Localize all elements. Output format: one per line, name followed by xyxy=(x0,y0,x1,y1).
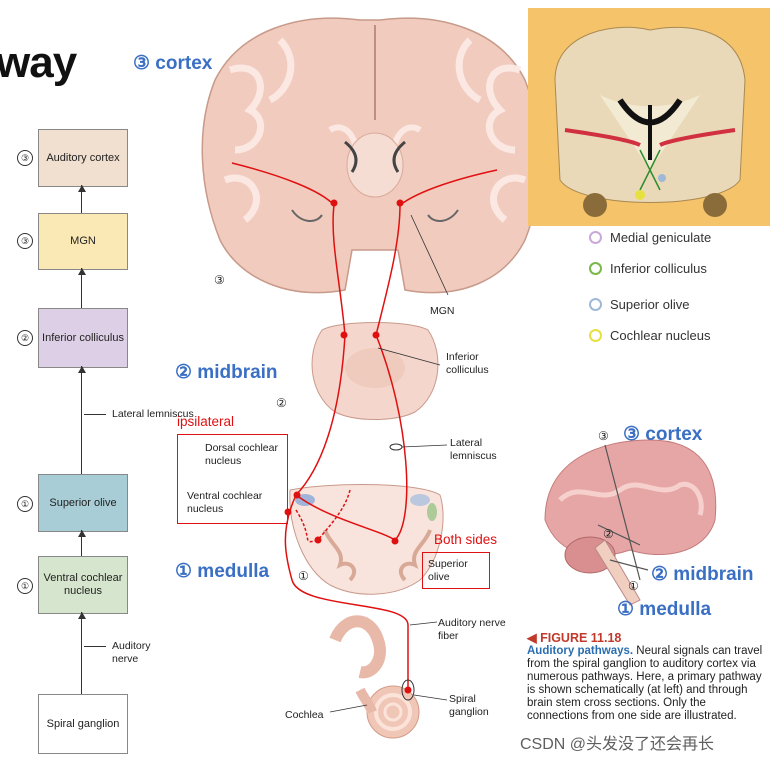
ipsilateral-box xyxy=(177,434,288,524)
arrowhead xyxy=(78,268,86,275)
box-auditory-cortex: Auditory cortex xyxy=(38,129,128,187)
auditory-nerve-fiber-label: Auditory nerve fiber xyxy=(438,617,506,642)
box-mgn: MGN xyxy=(38,213,128,270)
spiral-ganglion-marker xyxy=(401,679,415,701)
medulla-section xyxy=(289,484,444,595)
legend-dot-icon xyxy=(589,329,602,342)
cochlea-illustration xyxy=(329,615,420,739)
box-inferior-colliculus: Inferior colliculus xyxy=(38,308,128,368)
level-number: ③ xyxy=(17,233,33,249)
superior-olive-box xyxy=(422,552,490,589)
leader-line xyxy=(84,414,106,415)
inset-coronal xyxy=(528,8,770,226)
arrowhead xyxy=(78,185,86,192)
auditory-nerve-label: Auditory nerve xyxy=(112,640,151,665)
arrow xyxy=(81,185,82,213)
pathway-nodes xyxy=(284,199,412,694)
cochlea-label: Cochlea xyxy=(285,709,324,721)
arrow xyxy=(81,268,82,308)
ventral-cochlear-label: Ventral cochlear nucleus xyxy=(187,490,263,515)
ipsilateral-label: ipsilateral xyxy=(177,414,235,429)
legend-label: Medial geniculate xyxy=(610,230,712,245)
lateral-lemniscus-brain-label: Lateral lemniscus xyxy=(450,437,497,462)
arrow xyxy=(81,530,82,556)
box-spiral-ganglion: Spiral ganglion xyxy=(38,694,128,754)
inferior-colliculus-label: Inferior colliculus xyxy=(446,351,489,376)
legend-item: Medial geniculate xyxy=(589,230,711,245)
mgn-label: MGN xyxy=(430,305,455,317)
coronal-section xyxy=(201,17,541,294)
both-sides-label: Both sides xyxy=(434,532,498,547)
legend-label: Inferior colliculus xyxy=(610,261,707,276)
section-number-2: ② xyxy=(276,396,287,410)
sagittal-medulla-label: ① medulla xyxy=(617,599,712,620)
level-cortex-label: ③ cortex xyxy=(133,53,213,74)
legend-item: Cochlear nucleus xyxy=(589,328,710,343)
legend-dot-icon xyxy=(589,231,602,244)
legend-item: Inferior colliculus xyxy=(589,261,707,276)
caption-title: Auditory pathways. xyxy=(527,645,634,657)
section-number-3: ③ xyxy=(214,273,225,287)
arrowhead xyxy=(78,530,86,537)
legend-item: Superior olive xyxy=(589,297,690,312)
page-title: way xyxy=(0,38,77,87)
sagittal-number-1: ① xyxy=(628,579,639,593)
leader-line xyxy=(84,646,106,647)
caption-text: Neural signals can travel from the spira… xyxy=(527,645,763,722)
sagittal-midbrain-label: ② midbrain xyxy=(651,564,754,585)
watermark: CSDN @头发没了还会再长 xyxy=(520,736,715,753)
legend-label: Superior olive xyxy=(610,297,690,312)
lateral-lemniscus-marker xyxy=(389,443,403,451)
sagittal-number-2: ② xyxy=(603,527,614,541)
arrow xyxy=(81,366,82,474)
sagittal-brain xyxy=(544,439,717,606)
spiral-ganglion-brain-label: Spiral ganglion xyxy=(449,693,489,718)
lateral-lemniscus-label: Lateral lemniscus xyxy=(112,408,194,420)
level-number: ③ xyxy=(17,150,33,166)
superior-olive-label: Superior olive xyxy=(428,558,468,583)
figure-caption: ◀ FIGURE 11.18 Auditory pathways. Neural… xyxy=(527,632,767,723)
figure-number: ◀ FIGURE 11.18 xyxy=(527,631,622,645)
arrowhead xyxy=(78,366,86,373)
level-number: ① xyxy=(17,578,33,594)
level-medulla-label: ① medulla xyxy=(175,561,270,582)
level-midbrain-label: ② midbrain xyxy=(175,362,278,383)
arrowhead xyxy=(78,612,86,619)
arrow xyxy=(81,612,82,694)
box-ventral-cochlear-nucleus: Ventral cochlear nucleus xyxy=(38,556,128,614)
level-number: ② xyxy=(17,330,33,346)
leader-lines xyxy=(329,214,449,713)
sagittal-cortex-label: ③ cortex xyxy=(623,424,703,445)
legend-label: Cochlear nucleus xyxy=(610,328,711,343)
section-number-1: ① xyxy=(298,569,309,583)
level-number: ① xyxy=(17,496,33,512)
legend-dot-icon xyxy=(589,262,602,275)
sagittal-number-3: ③ xyxy=(598,429,609,443)
box-superior-olive: Superior olive xyxy=(38,474,128,532)
dorsal-cochlear-label: Dorsal cochlear nucleus xyxy=(205,442,278,467)
pathway-lines xyxy=(231,162,498,690)
legend-dot-icon xyxy=(589,298,602,311)
